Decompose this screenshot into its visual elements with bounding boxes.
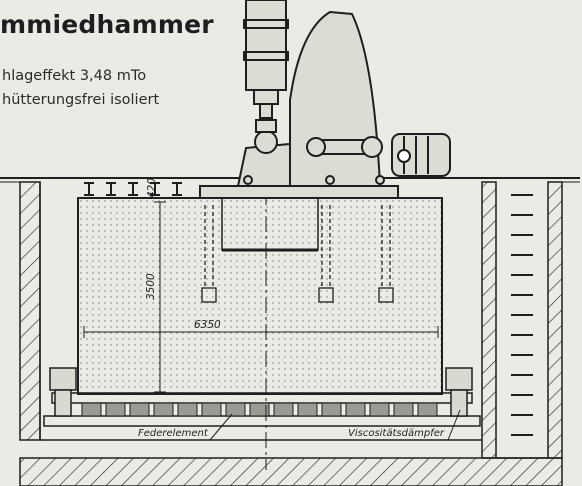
spring-element (81, 402, 102, 417)
ladder (511, 194, 533, 436)
spring-element (105, 402, 126, 417)
height-dimension-line (154, 201, 166, 393)
viscous-damper-right (445, 367, 473, 417)
spring-element (129, 402, 150, 417)
caption-line-2: hütterungsfrei isoliert (2, 92, 160, 108)
width-dimension-line (83, 326, 439, 338)
spring-element (417, 402, 438, 417)
foundation-block (43, 197, 481, 427)
viscous-damper-left (49, 367, 77, 417)
spring-elements (81, 402, 438, 417)
spring-element (369, 402, 390, 417)
top-dimension-label: 420 (146, 178, 158, 198)
spring-label-leader (136, 413, 233, 441)
pit-walls (0, 177, 580, 486)
spring-element (297, 402, 318, 417)
spring-element (321, 402, 342, 417)
spring-element (273, 402, 294, 417)
height-dimension-label: 3500 (145, 273, 157, 300)
damper-label-leader (346, 409, 461, 441)
page-title: mmiedhammer (0, 10, 214, 39)
spring-element (393, 402, 414, 417)
spring-element (249, 402, 270, 417)
damper-label: Viscositätsdämpfer (348, 428, 445, 439)
caption-line-1: hlageffekt 3,48 mTo (2, 68, 147, 84)
spring-element (345, 402, 366, 417)
spring-element (153, 402, 174, 417)
spring-element (201, 402, 222, 417)
width-dimension-label: 6350 (194, 319, 221, 331)
spring-element (225, 402, 246, 417)
top-beams (84, 182, 182, 196)
anchor-bolts (201, 205, 394, 303)
spring-element-label: Federelement (138, 428, 209, 439)
spring-element (177, 402, 198, 417)
hammer-machine (199, 0, 451, 199)
